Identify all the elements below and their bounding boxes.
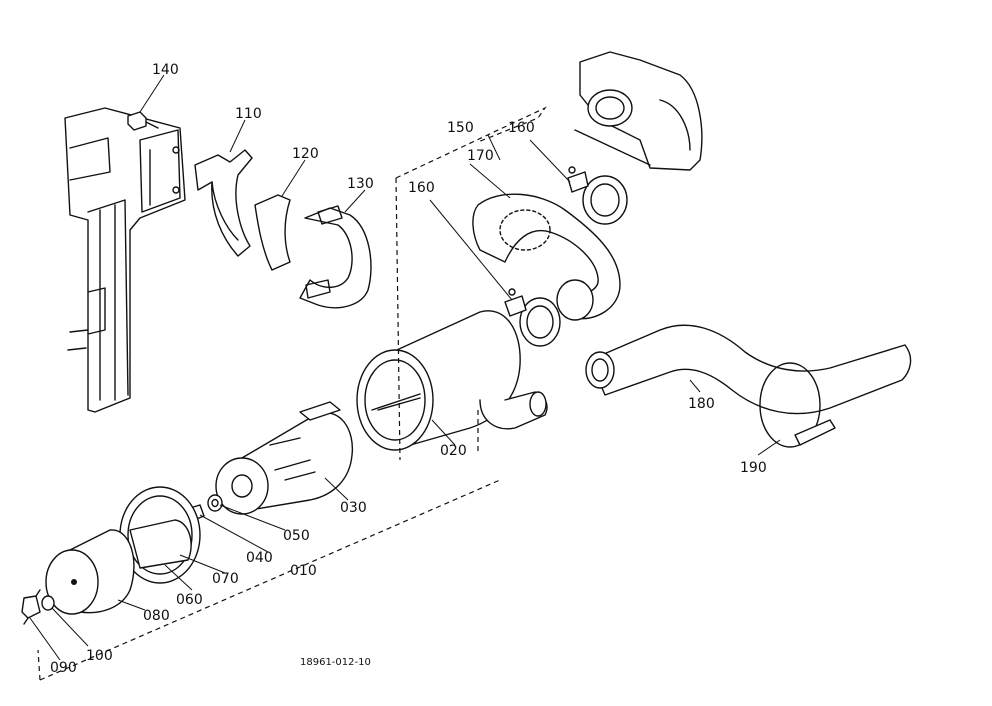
hose-180 — [585, 324, 912, 415]
element-030 — [215, 393, 421, 515]
label-050: 050 — [283, 528, 310, 544]
cap-080 — [45, 529, 135, 615]
clamp-160-upper — [567, 166, 628, 225]
band-190 — [759, 362, 836, 448]
assembly-outline — [37, 106, 547, 681]
label-070: 070 — [212, 571, 239, 587]
label-160-lower: 160 — [408, 180, 435, 196]
drawing-code: 18961-012-10 — [300, 657, 371, 668]
bracket-110 — [194, 149, 253, 257]
label-120: 120 — [292, 146, 319, 162]
leader-lines — [29, 74, 781, 661]
label-160-upper: 160 — [508, 120, 535, 136]
label-040: 040 — [246, 550, 273, 566]
label-150: 150 — [447, 120, 474, 136]
wing-nut-090 — [21, 589, 41, 625]
band-130 — [299, 205, 372, 309]
label-060: 060 — [176, 592, 203, 608]
air-cleaner-body-020 — [356, 310, 548, 451]
cover-060 — [119, 486, 201, 584]
label-030: 030 — [340, 500, 367, 516]
washer-100 — [41, 595, 55, 611]
label-180: 180 — [688, 396, 715, 412]
band-120 — [254, 194, 291, 271]
hose-170 — [472, 193, 621, 321]
label-010: 010 — [290, 563, 317, 579]
label-110: 110 — [235, 106, 262, 122]
label-020: 020 — [440, 443, 467, 459]
part-labels: 140 110 120 130 150 160 170 160 180 190 … — [50, 62, 767, 676]
label-090: 090 — [50, 660, 77, 676]
label-190: 190 — [740, 460, 767, 476]
label-100: 100 — [86, 648, 113, 664]
intake-elbow — [574, 51, 703, 171]
label-140: 140 — [152, 62, 179, 78]
engine-frame — [64, 107, 186, 413]
label-130: 130 — [347, 176, 374, 192]
washer-050 — [207, 494, 223, 512]
label-170: 170 — [467, 148, 494, 164]
label-080: 080 — [143, 608, 170, 624]
clamp-160-lower — [504, 288, 561, 347]
